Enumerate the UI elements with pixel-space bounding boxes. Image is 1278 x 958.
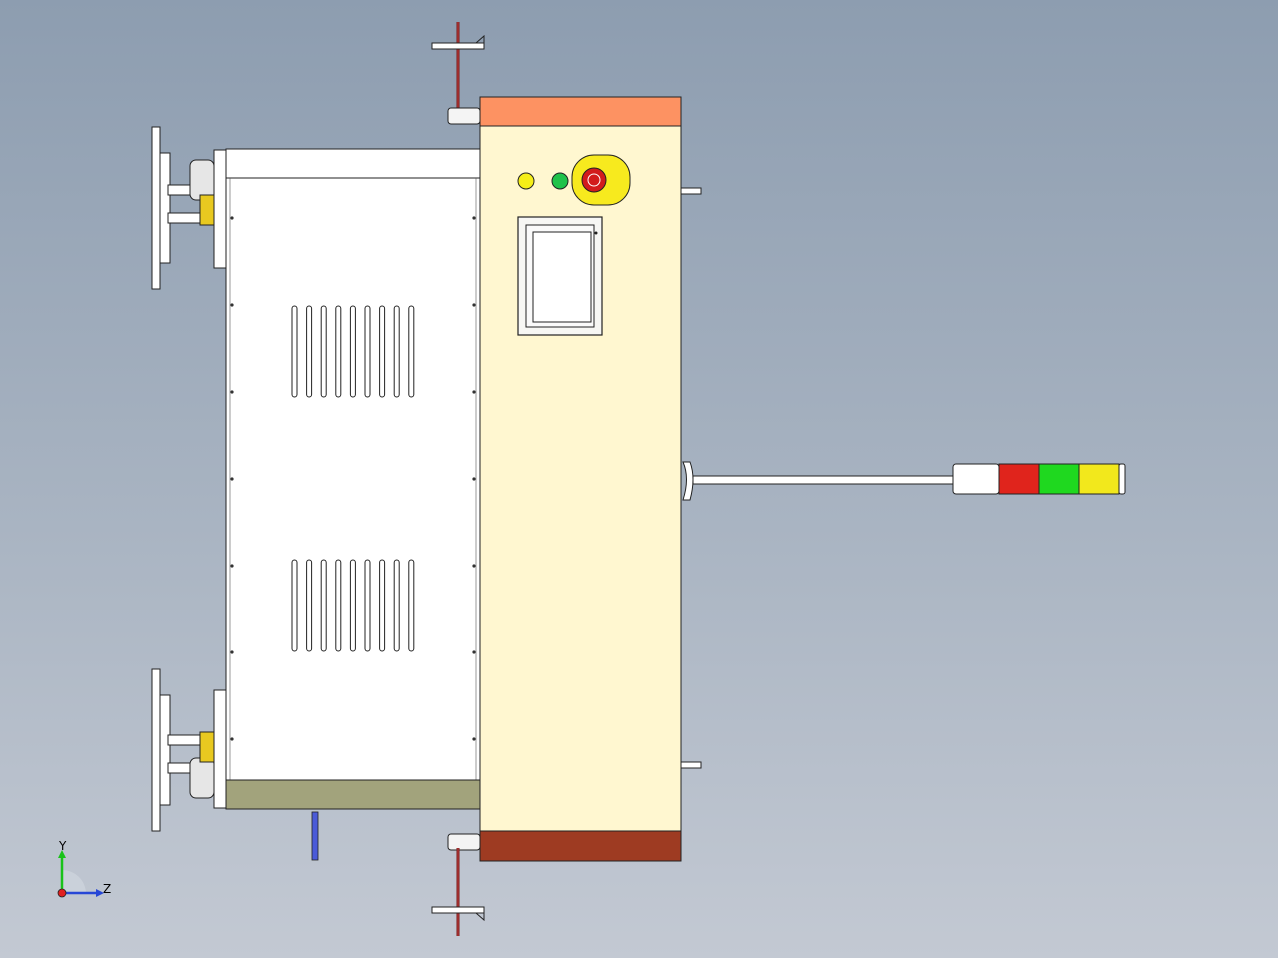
screw: [230, 564, 234, 568]
screw: [472, 650, 476, 654]
vent-slot: [335, 559, 342, 652]
signal-light-red: [998, 463, 1040, 495]
vent-slots-upper: [291, 305, 415, 398]
vent-slot: [379, 305, 386, 398]
vent-slot: [393, 559, 400, 652]
screw: [472, 390, 476, 394]
signal-tower: [682, 461, 1126, 501]
screw: [472, 303, 476, 307]
screw: [472, 564, 476, 568]
vent-slot: [306, 559, 313, 652]
vent-slot: [320, 559, 327, 652]
vent-slot: [379, 559, 386, 652]
vent-slot: [349, 305, 356, 398]
axis-triad: Y Z: [57, 839, 111, 898]
screw: [230, 303, 234, 307]
vent-slot: [291, 305, 298, 398]
screw: [230, 477, 234, 481]
front-panel: [479, 96, 682, 862]
hmi-touch-screen[interactable]: [517, 216, 603, 336]
vent-slot: [408, 559, 415, 652]
signal-light-yellow: [1078, 463, 1120, 495]
vent-slot: [364, 559, 371, 652]
bottom-mounting-foot: [431, 833, 485, 936]
screw: [472, 216, 476, 220]
vent-slot: [349, 559, 356, 652]
vent-slot: [393, 305, 400, 398]
vent-slot: [408, 305, 415, 398]
screw: [472, 477, 476, 481]
screw: [230, 650, 234, 654]
vent-slot: [291, 559, 298, 652]
screw: [472, 737, 476, 741]
screw: [230, 390, 234, 394]
indicator-lamp-yellow[interactable]: [517, 172, 535, 190]
indicator-lamp-green[interactable]: [551, 172, 569, 190]
vent-slots-lower: [291, 559, 415, 652]
vent-slot: [335, 305, 342, 398]
signal-light-green: [1038, 463, 1080, 495]
caster-wheel-bottom: [151, 668, 227, 832]
cabinet-side-body: [225, 148, 481, 861]
screw: [230, 216, 234, 220]
y-axis-label: Y: [58, 839, 67, 853]
vent-slot: [320, 305, 327, 398]
z-axis-label: Z: [103, 882, 111, 896]
caster-wheel-top: [151, 126, 227, 290]
screw: [230, 737, 234, 741]
panel-latches: [680, 187, 702, 769]
top-mounting-foot: [431, 22, 485, 125]
vent-slot: [364, 305, 371, 398]
vent-slot: [306, 305, 313, 398]
emergency-stop-button[interactable]: [571, 154, 631, 206]
